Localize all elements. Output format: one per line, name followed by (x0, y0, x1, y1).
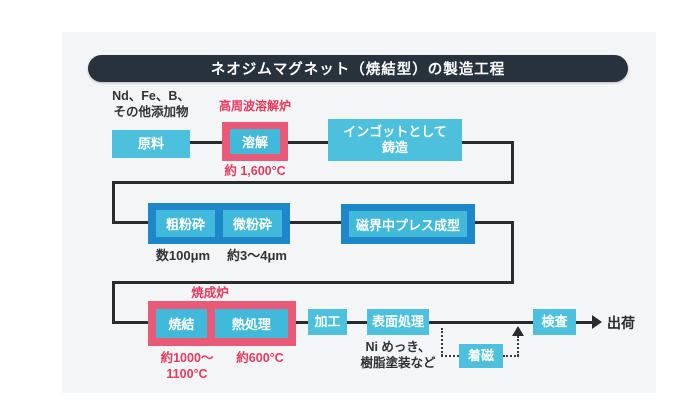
dotted-connector (503, 355, 519, 357)
step-melting: 溶解 (230, 129, 280, 154)
surface-note: Ni めっき、 樹脂塗装など (360, 340, 436, 370)
connector-line (347, 321, 367, 324)
step-surface-treatment: 表面処理 (367, 309, 429, 335)
connector-line (576, 321, 593, 324)
connector-line (475, 221, 514, 224)
step-magnetizing: 着磁 (459, 344, 503, 368)
connector-line (190, 141, 222, 144)
step-raw-material: 原料 (112, 130, 190, 158)
step-fine-grinding: 微粉砕 (223, 210, 282, 237)
sintering-furnace-label: 焼成炉 (191, 286, 229, 300)
dotted-connector (441, 328, 443, 356)
melting-temp-label: 約 1,600°C (224, 164, 286, 178)
step-machining: 加工 (308, 309, 347, 335)
magnetizing-arrow-icon (512, 326, 524, 336)
step-coarse-grinding: 粗粉砕 (156, 210, 215, 237)
press-group: 磁界中プレス成型 (341, 204, 475, 244)
coarse-size-label: 数100μm (155, 248, 211, 263)
melting-furnace-label: 高周波溶解炉 (218, 99, 291, 113)
dotted-connector (517, 336, 519, 356)
connector-line (112, 281, 115, 324)
connector-line (112, 181, 514, 184)
step-ingot-casting: インゴットとして 鋳造 (328, 119, 462, 161)
sintering-furnace-group: 焼結 熱処理 (148, 301, 296, 346)
connector-line (288, 141, 328, 144)
connector-line (511, 221, 514, 283)
diagram-title: ネオジムマグネット（焼結型）の製造工程 (88, 55, 628, 82)
grinding-group: 粗粉砕 微粉砕 (148, 203, 290, 244)
connector-line (511, 141, 514, 184)
dotted-connector (441, 355, 459, 357)
raw-materials-note: Nd、Fe、B、 その他添加物 (112, 89, 190, 119)
shipping-arrow-icon (592, 315, 602, 329)
connector-line (112, 321, 148, 324)
connector-line (290, 221, 341, 224)
shipping-label: 出荷 (607, 315, 635, 331)
heat-treatment-temp-label: 約600°C (236, 351, 284, 365)
step-press-forming: 磁界中プレス成型 (349, 211, 467, 237)
melting-furnace-group: 溶解 (222, 122, 288, 161)
step-heat-treatment: 熱処理 (214, 309, 288, 338)
connector-line (429, 321, 533, 324)
fine-size-label: 約3～4μm (227, 248, 287, 263)
connector-line (112, 221, 148, 224)
connector-line (112, 181, 115, 224)
step-inspection: 検査 (533, 309, 576, 335)
step-sintering: 焼結 (156, 309, 207, 338)
connector-line (296, 321, 308, 324)
connector-line (462, 141, 514, 144)
sintering-temp-label: 約1000～ 1100°C (160, 351, 214, 381)
connector-line (112, 281, 514, 284)
